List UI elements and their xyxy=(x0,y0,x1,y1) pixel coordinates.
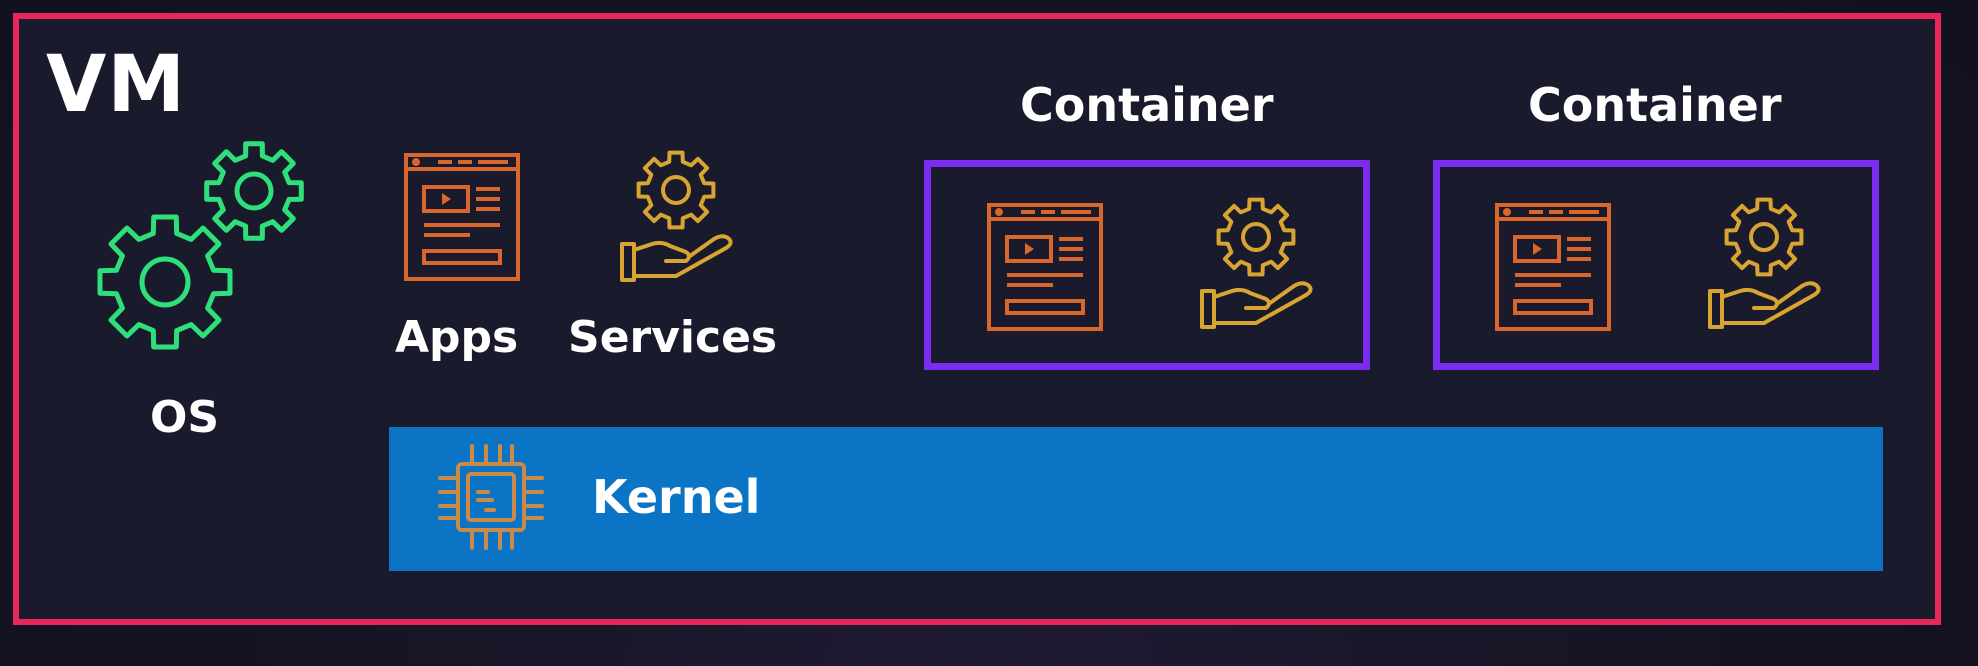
cpu-chip-icon xyxy=(438,444,544,550)
gears-icon xyxy=(97,141,304,350)
browser-window-icon xyxy=(1495,203,1611,331)
hand-gear-icon xyxy=(1200,197,1313,329)
vm-title: VM xyxy=(46,40,186,130)
services-label: Services xyxy=(568,312,778,363)
browser-window-icon xyxy=(987,203,1103,331)
hand-gear-icon xyxy=(620,150,733,282)
container-1-label: Container xyxy=(1020,78,1274,132)
hand-gear-icon xyxy=(1708,197,1821,329)
kernel-bar xyxy=(389,427,1883,571)
container-2-box xyxy=(1433,160,1879,370)
apps-label: Apps xyxy=(395,312,519,363)
container-2-label: Container xyxy=(1528,78,1782,132)
kernel-label: Kernel xyxy=(592,470,761,524)
browser-window-icon xyxy=(404,153,520,281)
os-label: OS xyxy=(150,392,220,443)
container-1-box xyxy=(924,160,1370,370)
